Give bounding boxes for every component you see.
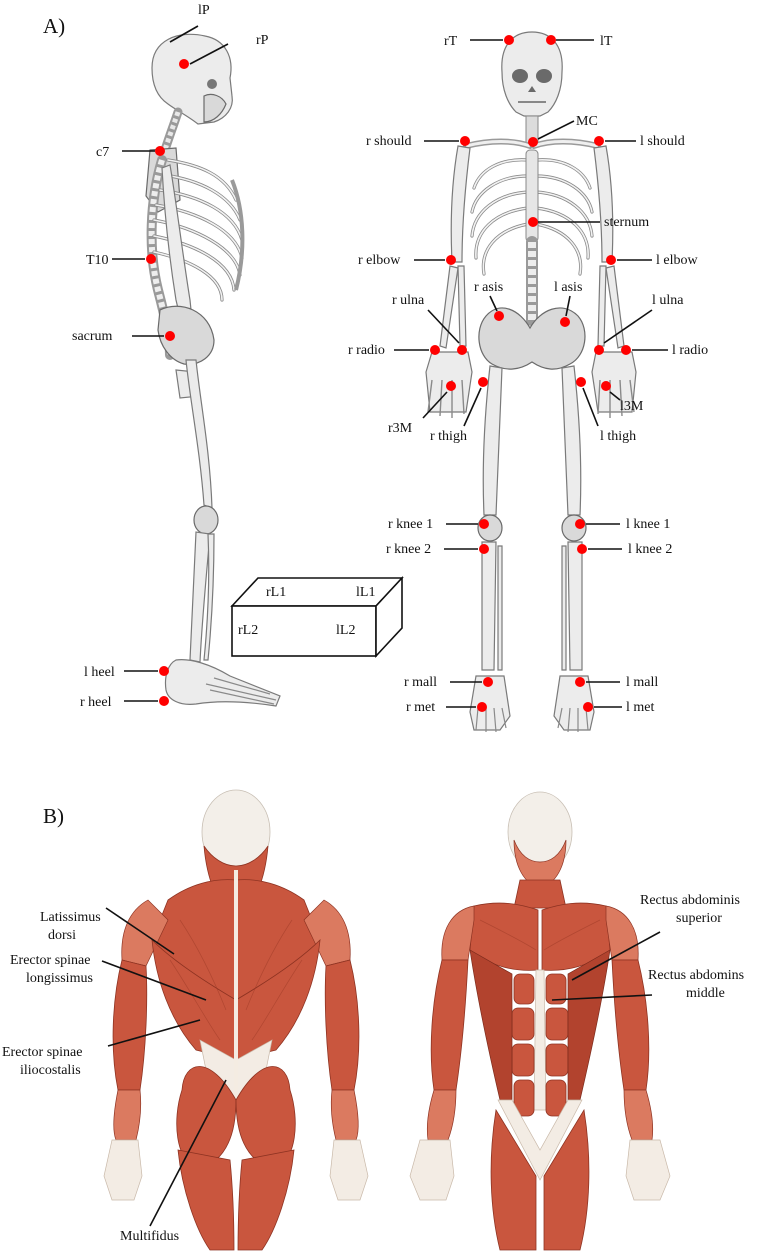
marker-r-asis	[494, 311, 504, 321]
label-r-knee-1: r knee 1	[388, 517, 433, 532]
marker-r-knee-2	[479, 544, 489, 554]
label-rect-sup-1: Rectus abdominis	[640, 893, 740, 908]
marker-l-ulna	[594, 345, 604, 355]
label-r-elbow: r elbow	[358, 253, 401, 268]
label-rL2: rL2	[238, 623, 258, 638]
marker-sacrum	[165, 331, 175, 341]
marker-l-thigh	[576, 377, 586, 387]
label-erector-long-2: longissimus	[26, 971, 93, 986]
label-l-knee-1: l knee 1	[626, 517, 670, 532]
marker-sternum	[528, 217, 538, 227]
label-r-heel: r heel	[80, 695, 112, 710]
label-r3M: r3M	[388, 421, 413, 436]
marker-l-mall	[575, 677, 585, 687]
panel-b-label: B)	[43, 804, 64, 828]
marker-r-thigh	[478, 377, 488, 387]
label-r-radio: r radio	[348, 343, 385, 358]
label-rT: rT	[444, 34, 458, 49]
label-MC: MC	[576, 114, 598, 129]
label-l3M: l3M	[620, 399, 644, 414]
label-l-radio: l radio	[672, 343, 708, 358]
marker-l-should	[594, 136, 604, 146]
label-l-elbow: l elbow	[656, 253, 698, 268]
ribcage	[470, 149, 594, 276]
label-r-should: r should	[366, 134, 412, 149]
label-erector-ilio-2: iliocostalis	[20, 1063, 81, 1078]
marker-l-elbow	[606, 255, 616, 265]
lumbar-box: rL1 lL1 rL2 lL2	[230, 575, 404, 659]
marker-r-heel	[159, 696, 169, 706]
marker-r-mall	[483, 677, 493, 687]
marker-r-radio	[430, 345, 440, 355]
label-lL1: lL1	[356, 585, 375, 600]
label-rect-mid-1: Rectus abdomins	[648, 968, 744, 983]
label-r-mall: r mall	[404, 675, 437, 690]
label-T10: T10	[86, 253, 109, 268]
muscle-labels: Latissimus dorsi Erector spinae longissi…	[2, 893, 744, 1244]
front-markers: rT lT MC r should l should sternum r elb…	[348, 34, 708, 715]
label-sacrum: sacrum	[72, 329, 113, 344]
marker-l-met	[583, 702, 593, 712]
marker-rT	[504, 35, 514, 45]
marker-r3M	[446, 381, 456, 391]
abs-blocks	[511, 973, 569, 1117]
label-rL1: rL1	[266, 585, 286, 600]
marker-r-met	[477, 702, 487, 712]
marker-T10	[146, 254, 156, 264]
label-l-asis: l asis	[554, 280, 582, 295]
label-erector-long-1: Erector spinae	[10, 953, 90, 968]
marker-rP	[179, 59, 189, 69]
marker-r-should	[460, 136, 470, 146]
panel-a-label: A)	[43, 14, 65, 38]
label-rect-mid-2: middle	[686, 986, 725, 1001]
label-l-met: l met	[626, 700, 654, 715]
label-l-knee-2: l knee 2	[628, 542, 672, 557]
marker-r-elbow	[446, 255, 456, 265]
label-r-thigh: r thigh	[430, 429, 467, 444]
label-rect-sup-2: superior	[676, 911, 722, 926]
label-l-mall: l mall	[626, 675, 658, 690]
label-lT: lT	[600, 34, 613, 49]
marker-c7	[155, 146, 165, 156]
label-l-ulna: l ulna	[652, 293, 684, 308]
label-erector-ilio-1: Erector spinae	[2, 1045, 82, 1060]
label-r-knee-2: r knee 2	[386, 542, 431, 557]
label-r-asis: r asis	[474, 280, 503, 295]
front-skeleton	[425, 31, 637, 733]
label-r-met: r met	[406, 700, 435, 715]
marker-l-radio	[621, 345, 631, 355]
marker-l-knee-2	[577, 544, 587, 554]
marker-l-heel	[159, 666, 169, 676]
label-r-ulna: r ulna	[392, 293, 425, 308]
front-muscle-figure	[409, 791, 671, 1251]
label-l-heel: l heel	[84, 665, 115, 680]
label-c7: c7	[96, 145, 109, 160]
marker-l-knee-1	[575, 519, 585, 529]
marker-r-knee-1	[479, 519, 489, 529]
label-latissimus-2: dorsi	[48, 928, 76, 943]
label-l-should: l should	[640, 134, 685, 149]
marker-r-ulna	[457, 345, 467, 355]
marker-l-asis	[560, 317, 570, 327]
label-sternum: sternum	[604, 215, 649, 230]
label-lP: lP	[198, 3, 210, 18]
label-lL2: lL2	[336, 623, 355, 638]
label-l-thigh: l thigh	[600, 429, 636, 444]
back-muscle-figure	[103, 789, 369, 1251]
marker-MC	[528, 137, 538, 147]
label-multifidus: Multifidus	[120, 1229, 179, 1244]
label-latissimus-1: Latissimus	[40, 910, 101, 925]
side-markers: lP rP c7 T10 sacrum l heel r heel	[72, 3, 269, 710]
marker-lT	[546, 35, 556, 45]
marker-l3M	[601, 381, 611, 391]
label-rP: rP	[256, 33, 269, 48]
